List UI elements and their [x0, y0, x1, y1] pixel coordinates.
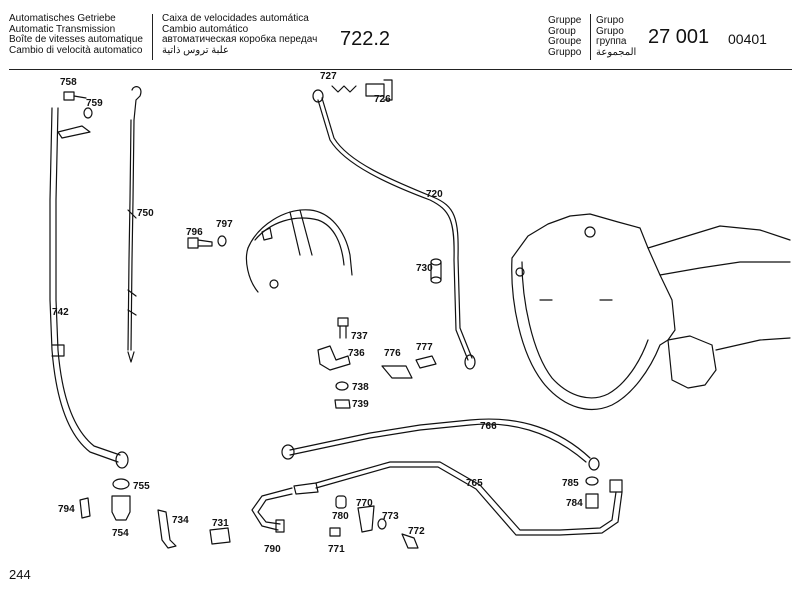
title-it: Cambio di velocità automatico: [9, 44, 143, 56]
clip-777: [415, 355, 437, 369]
title-block-right: Caixa de velocidades automática Cambio a…: [162, 13, 318, 56]
label-726: 726: [374, 94, 391, 105]
label-790: 790: [264, 544, 281, 555]
label-737: 737: [351, 331, 368, 342]
catalog-header: Automatisches Getriebe Automatic Transmi…: [0, 0, 800, 72]
label-771: 771: [328, 544, 345, 555]
bolt-758: [63, 91, 87, 101]
label-736: 736: [348, 348, 365, 359]
title-ru: автоматическая коробка передач: [162, 34, 318, 46]
group-label-de: Gruppe: [548, 15, 582, 26]
bolt-771: [329, 527, 341, 537]
bracket-734: [157, 509, 177, 549]
label-750: 750: [137, 208, 154, 219]
oil-line-720: [312, 89, 476, 370]
banjo-bolt-726: [365, 79, 393, 101]
hose-790: [251, 487, 293, 533]
washer-773: [377, 518, 387, 530]
label-780: 780: [332, 511, 349, 522]
clamp-731: [209, 527, 231, 545]
label-785: 785: [562, 478, 579, 489]
group-label-es: Grupo: [596, 25, 624, 37]
label-773: 773: [382, 511, 399, 522]
group-label-en: Group: [548, 25, 576, 37]
label-738: 738: [352, 382, 369, 393]
title-de: Automatisches Getriebe: [9, 13, 116, 24]
catalog-code: 00401: [728, 31, 767, 47]
label-759: 759: [86, 98, 103, 109]
label-770: 770: [356, 498, 373, 509]
fitting-754: [111, 495, 131, 521]
transmission-housing: [511, 213, 791, 410]
label-766: 766: [480, 421, 497, 432]
group-label-ru: группа: [596, 36, 627, 48]
dipstick-750: [127, 86, 142, 363]
group-label-it: Gruppo: [548, 46, 582, 58]
washer-785: [585, 476, 599, 486]
title-es: Cambio automático: [162, 23, 249, 35]
label-727: 727: [320, 71, 337, 82]
washer-759: [83, 107, 93, 119]
label-784: 784: [566, 498, 583, 509]
label-720: 720: [426, 189, 443, 200]
bolt-796: [187, 237, 213, 249]
group-labels-right: Grupo Grupo группа المجموعة: [596, 15, 637, 58]
title-pt: Caixa de velocidades automática: [162, 13, 309, 24]
label-742: 742: [52, 307, 69, 318]
clamp-770: [357, 505, 375, 533]
label-758: 758: [60, 77, 77, 88]
title-fr: Boîte de vitesses automatique: [9, 34, 143, 46]
group-label-ar: المجموعة: [596, 46, 637, 58]
washer-755: [112, 478, 130, 490]
label-755: 755: [133, 481, 150, 492]
group-number: 27 001: [648, 26, 710, 48]
bracket-776: [381, 365, 413, 379]
header-rule: [9, 69, 792, 70]
title-block-left: Automatisches Getriebe Automatic Transmi…: [9, 13, 143, 56]
label-772: 772: [408, 526, 425, 537]
label-731: 731: [212, 518, 229, 529]
group-divider: [590, 14, 591, 60]
title-ar: علبة تروس ذاتية: [162, 44, 229, 56]
label-765: 765: [466, 478, 483, 489]
label-777: 777: [416, 342, 433, 353]
title-en: Automatic Transmission: [9, 23, 116, 35]
header-divider: [152, 14, 153, 60]
clip-794: [79, 497, 91, 519]
label-739: 739: [352, 399, 369, 410]
converter-housing: [245, 209, 353, 293]
bolt-737: [337, 317, 349, 339]
label-730: 730: [416, 263, 433, 274]
model-number: 722.2: [340, 28, 391, 50]
washer-738: [335, 381, 349, 391]
group-label-pt: Grupo: [596, 15, 624, 26]
clip-730: [430, 258, 442, 284]
group-labels-left: Gruppe Group Groupe Gruppo: [548, 15, 582, 58]
callout-labels: 758 759 750 742 796 797 727 726 720 730 …: [52, 71, 583, 555]
group-label-fr: Groupe: [548, 36, 582, 48]
nut-739: [334, 399, 351, 409]
label-796: 796: [186, 227, 203, 238]
bolt-772: [401, 533, 419, 549]
label-776: 776: [384, 348, 401, 359]
oil-line-765: [293, 461, 623, 536]
washer-797: [217, 235, 227, 247]
seal-727: [331, 85, 357, 93]
label-754: 754: [112, 528, 129, 539]
clamp-736: [317, 345, 351, 371]
sleeve-780: [335, 495, 347, 509]
label-797: 797: [216, 219, 233, 230]
fitting-784: [585, 493, 599, 509]
dipstick-tube-742: [49, 107, 129, 469]
label-794: 794: [58, 504, 75, 515]
label-734: 734: [172, 515, 189, 526]
oil-line-766: [281, 418, 600, 471]
page-number: 244: [9, 567, 31, 582]
